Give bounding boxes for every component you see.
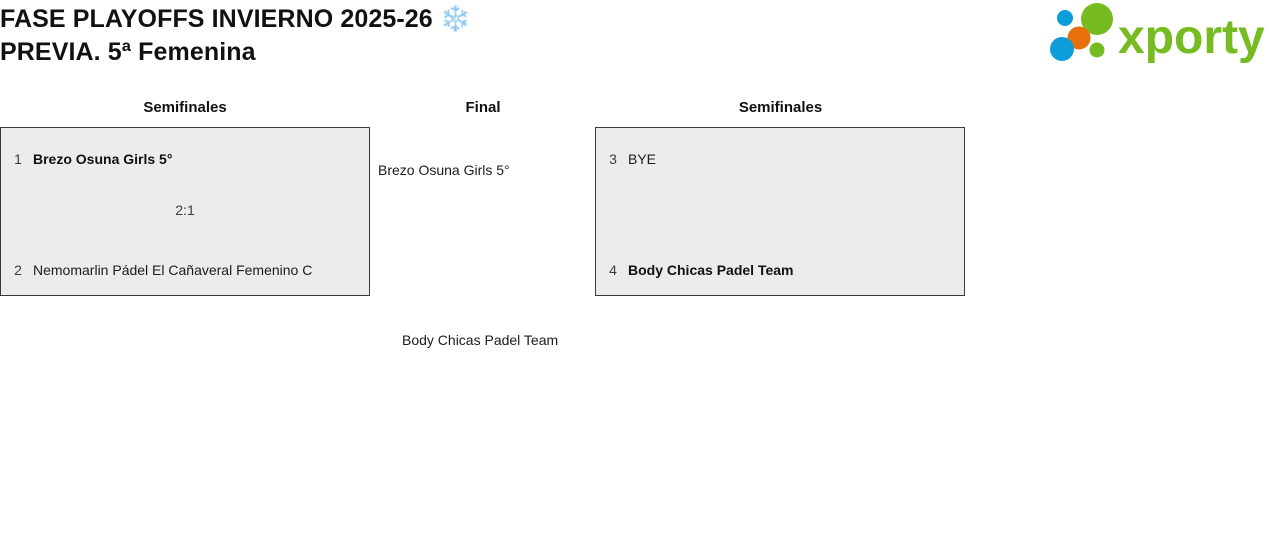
match-card-semifinal-right[interactable]: 3 BYE 4 Body Chicas Padel Team [595, 127, 965, 296]
tournament-bracket: Semifinales Final Semifinales 1 Brezo Os… [0, 88, 1280, 547]
competitor-name: Nemomarlin Pádel El Cañaveral Femenino C [33, 262, 313, 278]
competitor-seed: 4 [609, 262, 617, 278]
competitor-seed: 2 [14, 262, 22, 278]
competitor-row[interactable]: 2 Nemomarlin Pádel El Cañaveral Femenino… [1, 258, 369, 282]
page-header: FASE PLAYOFFS INVIERNO 2025-26 ❄️ PREVIA… [0, 0, 1280, 88]
match-card-semifinal-left[interactable]: 1 Brezo Osuna Girls 5° 2:1 2 Nemomarlin … [0, 127, 370, 296]
round-heading-semifinals-left: Semifinales [143, 99, 227, 116]
competitor-name: BYE [628, 151, 657, 167]
logo-dot-blue-large [1050, 37, 1074, 61]
page-title: FASE PLAYOFFS INVIERNO 2025-26 ❄️ PREVIA… [0, 5, 472, 66]
logo-dot-green-large [1081, 3, 1113, 35]
match-score: 2:1 [175, 202, 195, 218]
round-heading-final: Final [465, 99, 501, 116]
competitor-name: Body Chicas Padel Team [628, 262, 794, 278]
competitor-row[interactable]: 3 BYE [596, 147, 964, 171]
logo-wordmark: xporty [1118, 11, 1265, 64]
competitor-row[interactable]: 1 Brezo Osuna Girls 5° [1, 147, 369, 171]
logo-dot-green-small [1089, 42, 1105, 58]
logo-dot-blue-small [1057, 10, 1073, 26]
competitor-seed: 1 [14, 151, 22, 167]
competitor-name: Brezo Osuna Girls 5° [33, 151, 173, 167]
round-heading-semifinals-right: Semifinales [738, 99, 823, 116]
final-slot-top[interactable]: Brezo Osuna Girls 5° [378, 162, 510, 178]
competitor-row[interactable]: 4 Body Chicas Padel Team [596, 258, 964, 282]
final-slot-bottom[interactable]: Body Chicas Padel Team [402, 332, 559, 348]
logo-dot-orange [1067, 26, 1091, 50]
xporty-logo-svg: xporty [1050, 3, 1265, 64]
xporty-logo[interactable]: xporty [1046, 3, 1276, 65]
competitor-seed: 3 [609, 151, 617, 167]
